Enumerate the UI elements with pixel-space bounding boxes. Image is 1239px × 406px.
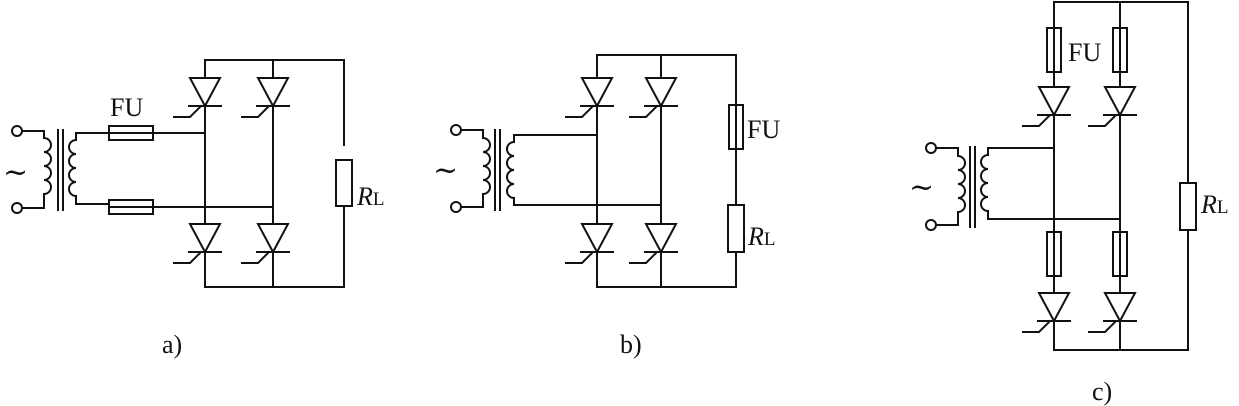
load-label-b: RL	[747, 222, 776, 251]
load-label-a: RL	[356, 182, 385, 211]
load-resistor-b	[727, 204, 745, 253]
load-resistor-c	[1179, 182, 1197, 231]
terminal-b-top	[450, 124, 462, 136]
fuse-c-1	[1046, 27, 1062, 73]
terminal-c-bottom	[925, 219, 937, 231]
thyristor-c-2	[1088, 83, 1137, 127]
fuse-c-4	[1112, 231, 1128, 277]
terminal-c-top	[925, 142, 937, 154]
fuse-a-top	[108, 125, 154, 141]
transformer-a	[11, 125, 111, 214]
caption-a: a)	[162, 330, 182, 359]
fuse-c-2	[1112, 27, 1128, 73]
ac-source-symbol-c: ~	[909, 170, 934, 205]
fuse-label-c: FU	[1068, 38, 1101, 67]
thyristor-b-2	[629, 74, 678, 118]
panel-b: ~ FU RL b)	[433, 54, 780, 359]
terminal-b-bottom	[450, 201, 462, 213]
load-resistor-a	[335, 159, 353, 207]
terminal-a-bottom	[11, 202, 23, 214]
fuse-a-bottom	[108, 199, 154, 215]
fuse-label-b: FU	[747, 115, 780, 144]
thyristor-a-3	[173, 220, 222, 264]
thyristor-c-1	[1022, 83, 1071, 127]
terminal-a-top	[11, 125, 23, 137]
fuse-c-3	[1046, 231, 1062, 277]
thyristor-b-4	[629, 220, 678, 264]
thyristor-b-1	[565, 74, 614, 118]
load-label-c: RL	[1200, 190, 1229, 219]
thyristor-a-1	[173, 74, 222, 118]
thyristor-c-4	[1088, 289, 1137, 333]
thyristor-a-2	[241, 74, 290, 118]
transformer-b	[450, 124, 515, 213]
thyristor-a-4	[241, 220, 290, 264]
fuse-b	[728, 104, 744, 150]
caption-b: b)	[620, 330, 642, 359]
caption-c: c)	[1092, 377, 1112, 406]
fuse-label-a: FU	[110, 93, 143, 122]
thyristor-b-3	[565, 220, 614, 264]
panel-a: ~ FU RL a)	[3, 59, 385, 359]
panel-c: ~ FU RL c)	[909, 1, 1229, 406]
transformer-c	[925, 142, 989, 231]
thyristor-c-3	[1022, 289, 1071, 333]
ac-source-symbol-b: ~	[433, 153, 458, 188]
ac-source-symbol-a: ~	[3, 155, 28, 190]
